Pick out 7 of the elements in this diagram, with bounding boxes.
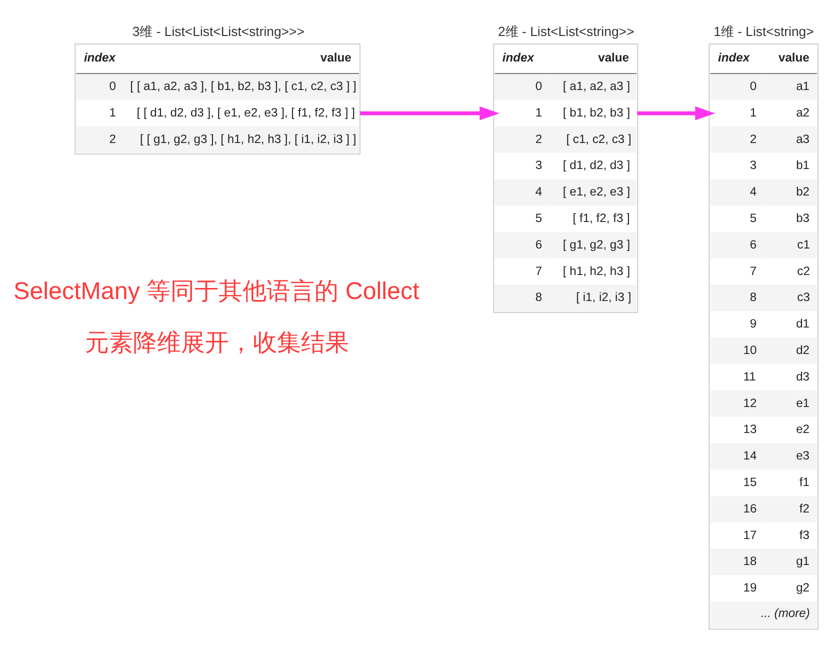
node-label: 1维 - List<string> <box>714 23 814 38</box>
label: 元素降维展开，收集结果 <box>85 328 350 356</box>
node-label: 2维 - List<List<string>> <box>498 23 634 38</box>
node-label: 3维 - List<List<List<string>>> <box>132 23 304 38</box>
label: SelectMany 等同于其他语言的 Collect <box>14 277 420 304</box>
arrow <box>360 106 500 120</box>
arrow <box>637 106 716 120</box>
